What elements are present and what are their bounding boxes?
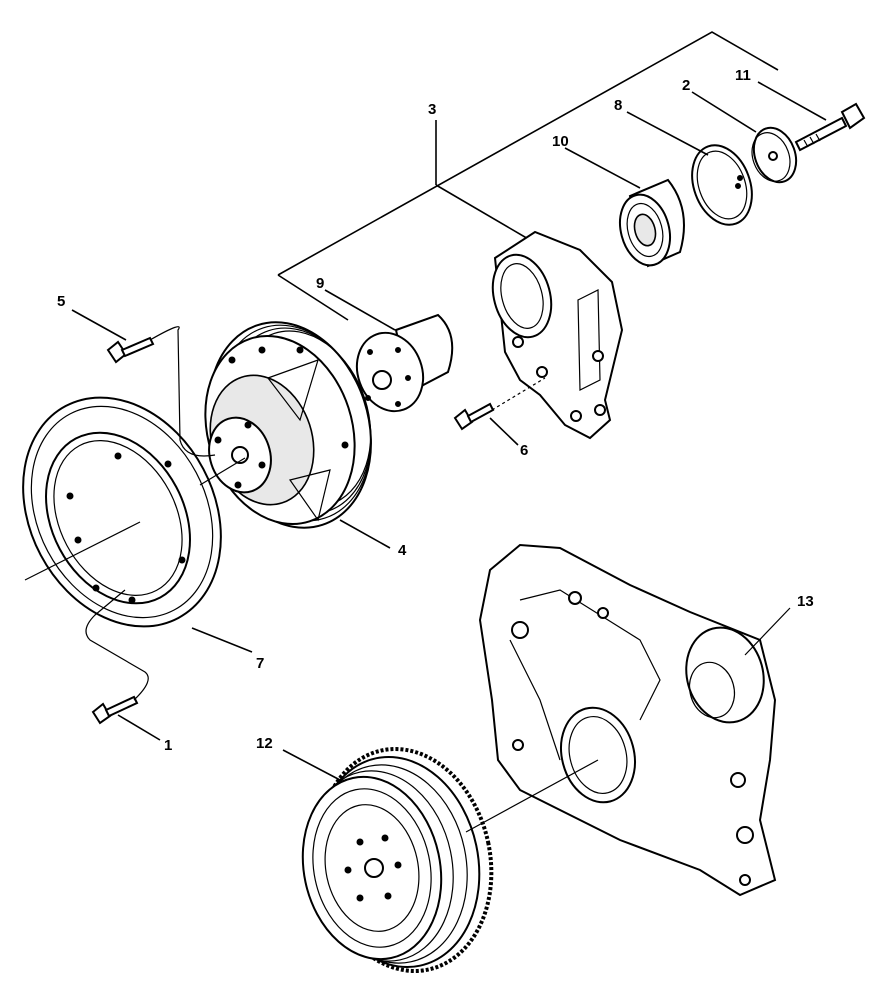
assembly-3-bracket [277, 31, 779, 321]
callout-11: 11 [735, 67, 751, 84]
part-3-tensioner-arm [491, 230, 624, 440]
part-13-timing-cover [478, 543, 791, 897]
callout-8: 8 [614, 97, 622, 114]
part-10-bearing [619, 178, 685, 268]
part-2-cap-washer [751, 126, 798, 184]
callout-2: 2 [682, 77, 690, 94]
part-6-bolt [453, 402, 495, 431]
part-5-bolt [106, 336, 155, 364]
callout-labels: 1 2 3 4 5 6 7 8 9 10 11 12 13 [57, 67, 814, 754]
callout-10: 10 [552, 133, 569, 150]
part-11-bolt [794, 102, 866, 152]
callout-4: 4 [398, 542, 407, 559]
part-8-snap-ring [691, 144, 753, 226]
part-7-damper-ring [22, 396, 222, 628]
callout-6: 6 [520, 442, 528, 459]
callout-1: 1 [164, 737, 172, 754]
part-12-crank-pulley [301, 747, 599, 973]
callout-13: 13 [797, 593, 814, 610]
callout-7: 7 [256, 655, 264, 672]
part-9-hub [355, 313, 454, 413]
callout-12: 12 [256, 735, 273, 752]
callout-3: 3 [428, 101, 436, 118]
callout-9: 9 [316, 275, 324, 292]
leader-lines [71, 81, 827, 781]
part-4-pulley [199, 321, 372, 529]
part-1-bolt [91, 695, 139, 725]
callout-5: 5 [57, 293, 65, 310]
